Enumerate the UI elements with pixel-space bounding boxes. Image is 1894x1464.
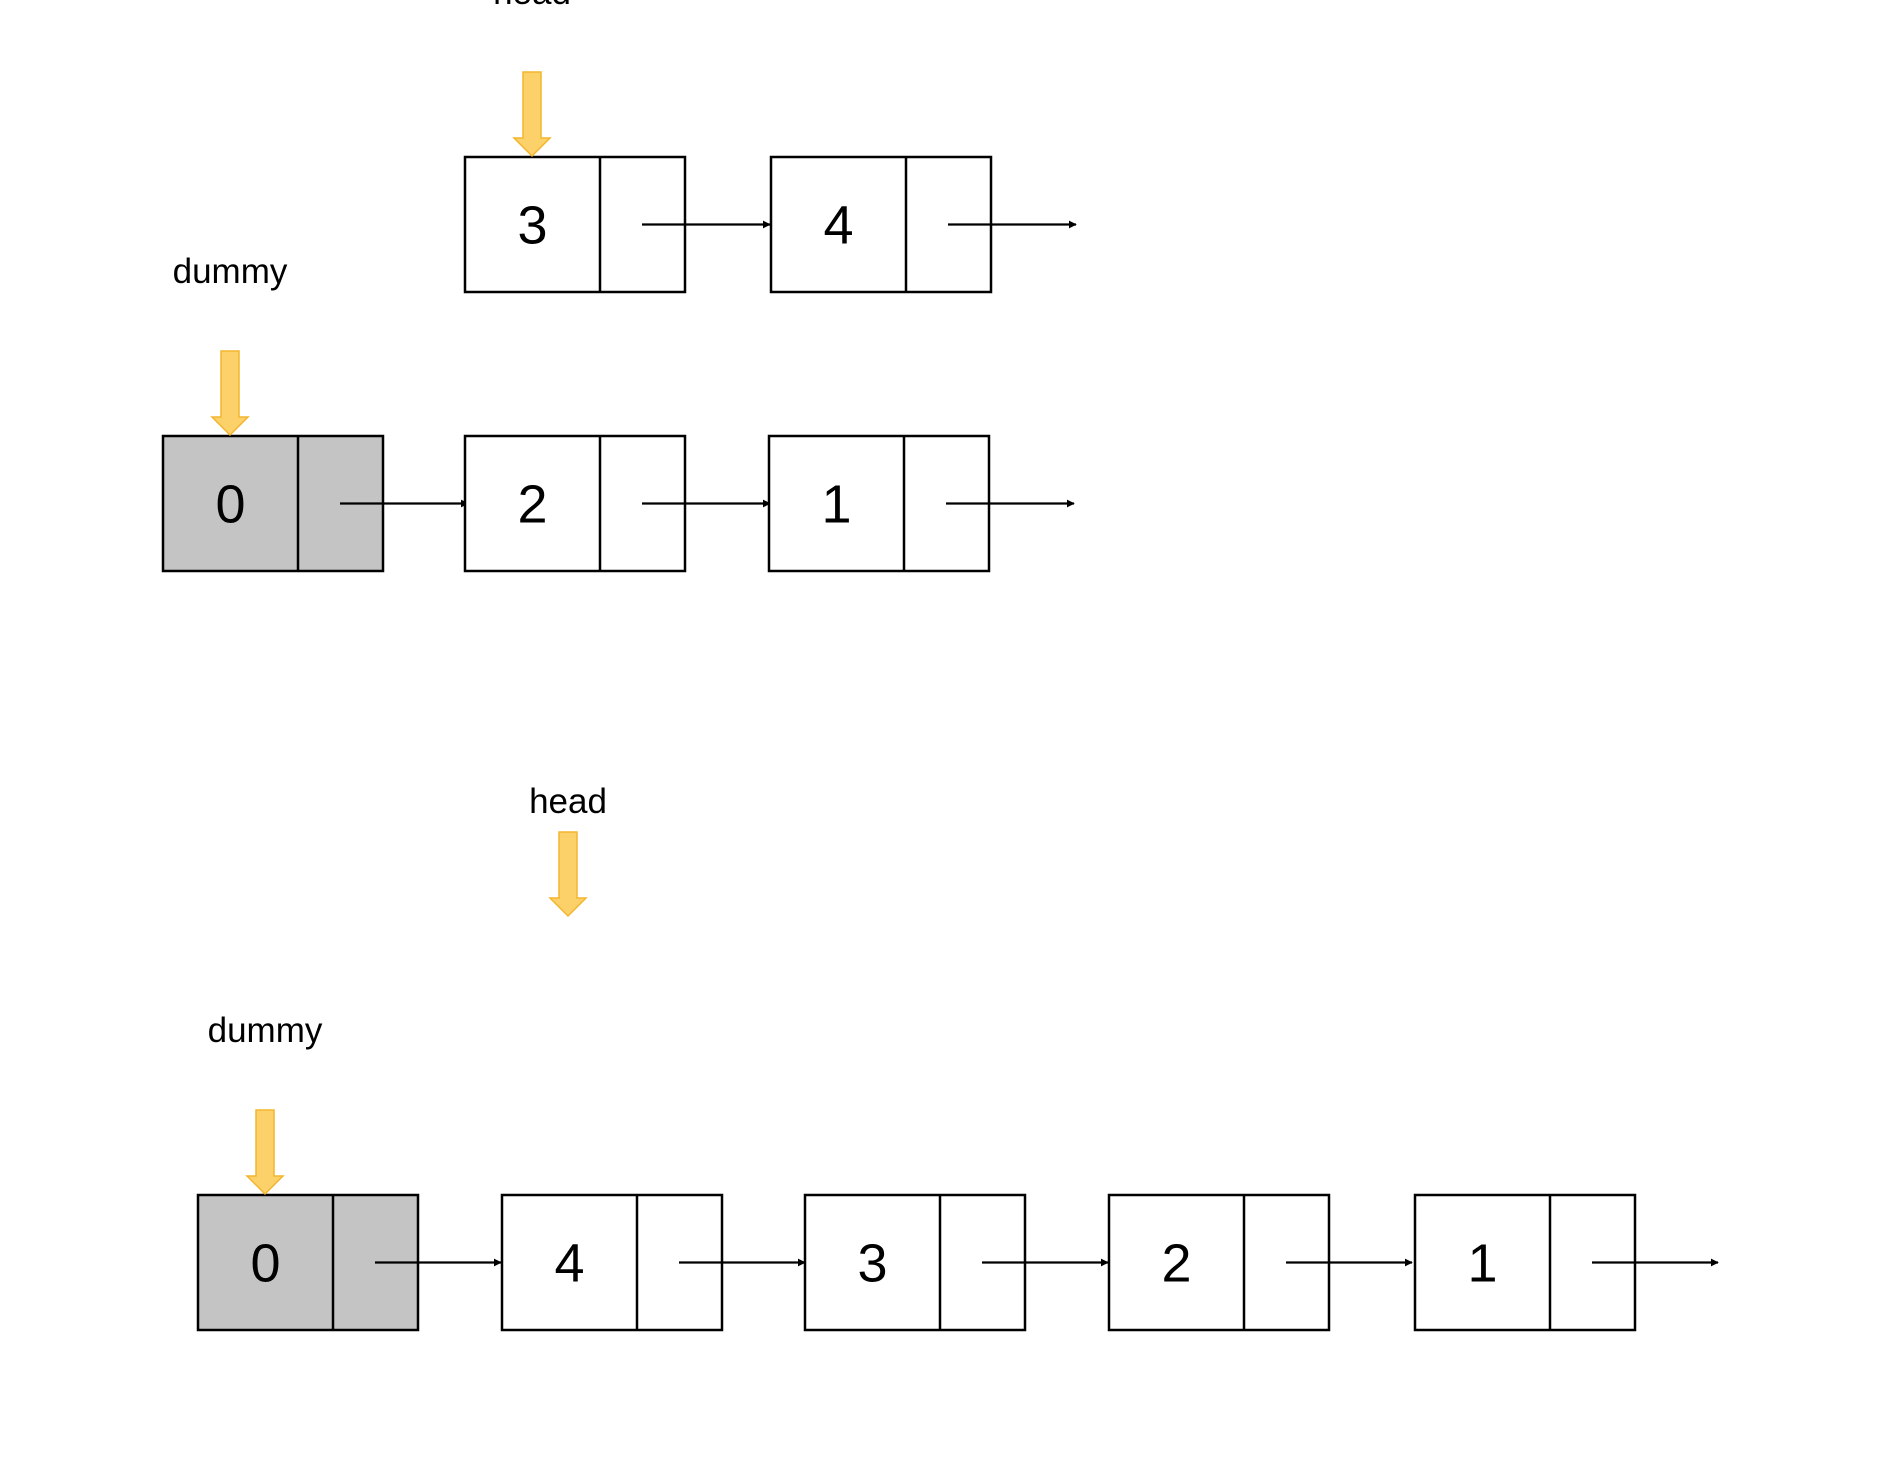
list-node: 1 — [1413, 1193, 1719, 1332]
node-box — [196, 1193, 420, 1332]
head-pointer: head — [493, 0, 571, 158]
list-node: 2 — [1107, 1193, 1413, 1332]
node-value: 2 — [1161, 1234, 1191, 1294]
pointer-arrow-icon — [548, 831, 588, 918]
bottom-head-pointer: head — [529, 782, 607, 918]
node-value: 0 — [215, 475, 245, 535]
dummy-node: 0 — [196, 1193, 502, 1332]
node-value: 3 — [517, 196, 547, 256]
node-value: 3 — [857, 1234, 887, 1294]
top-head-list: 3 4 head — [463, 0, 1077, 294]
pointer-label: head — [493, 0, 571, 12]
dummy-pointer: dummy — [173, 252, 288, 437]
list-node: 3 — [803, 1193, 1109, 1332]
list-node: 2 — [463, 434, 771, 573]
list-node: 3 — [463, 155, 771, 294]
pointer-label: dummy — [208, 1011, 323, 1050]
pointer-arrow-icon — [512, 71, 552, 158]
node-value: 4 — [823, 196, 853, 256]
top-dummy-list: 0 2 1 dummy — [161, 252, 1075, 573]
node-value: 2 — [517, 475, 547, 535]
list-node: 4 — [500, 1193, 806, 1332]
dummy-node: 0 — [161, 434, 469, 573]
node-value: 1 — [821, 475, 851, 535]
pointer-arrow-icon — [245, 1109, 285, 1196]
node-value: 0 — [250, 1234, 280, 1294]
pointer-label: dummy — [173, 252, 288, 291]
bottom-result-list: 0 4 3 2 1 dummy — [196, 1011, 1719, 1332]
pointer-arrow-icon — [210, 350, 250, 437]
pointer-label: head — [529, 782, 607, 821]
list-node: 1 — [767, 434, 1075, 573]
node-value: 4 — [554, 1234, 584, 1294]
dummy-pointer: dummy — [208, 1011, 323, 1196]
node-value: 1 — [1467, 1234, 1497, 1294]
list-node: 4 — [769, 155, 1077, 294]
